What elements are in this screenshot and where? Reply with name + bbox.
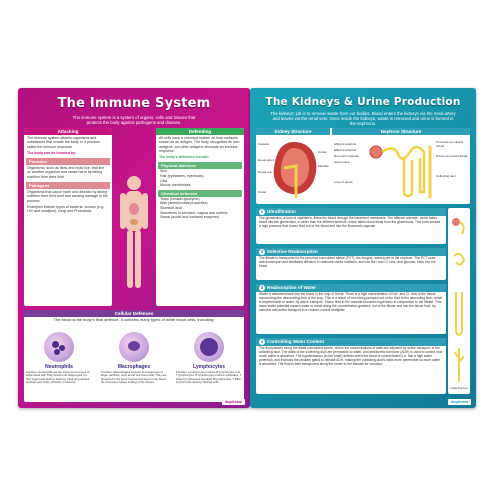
kidney-intro: The kidneys' job is to remove waste from… [270, 111, 456, 127]
cellular-intro: The blood is the body's final defence. I… [53, 317, 215, 322]
nephron-part-label: Bowman's capsule [334, 154, 359, 158]
side-diagram-strip: Collecting duct [448, 208, 470, 394]
attacking-header: Attacking [24, 128, 112, 135]
section-title: Selective Reabsorption [267, 249, 318, 254]
section-title: Controlling Water Content [267, 339, 324, 344]
cell-function: Function: Macrophages function as phagoc… [101, 370, 167, 384]
cell-function: Function: Neutrophils are the most commo… [26, 370, 90, 384]
kidney-part-label: Renal vein [258, 170, 273, 174]
kidney-part-label: Medulla [318, 164, 329, 168]
cell-function: Function: Lymphocytes produce B lymphocy… [176, 370, 242, 384]
nephron-part-label: Loop of Henle [334, 180, 353, 184]
kidney-part-label: Renal artery [258, 158, 275, 162]
nephron-diagram [369, 145, 432, 198]
pathogens-title: Pathogens [26, 182, 110, 190]
section-number: 4 [259, 339, 265, 345]
physical-item: Skin [160, 169, 167, 174]
nephron-part-label: Distal convoluted tubule [436, 154, 468, 158]
nephron-structure-header: Nephron Structure [332, 128, 470, 135]
chemical-item: Sweat (acidic and contains enzymes) [160, 215, 220, 220]
pathogens-examples: Examples include types of bacteria, viru… [27, 204, 105, 214]
parasites-title: Parasites [26, 158, 110, 166]
defending-header: Defending [156, 128, 244, 135]
nephron-part-label: Glomerulus [334, 160, 350, 164]
collecting-duct-label: Collecting duct [450, 387, 468, 390]
cell-name: Macrophages [117, 364, 151, 370]
kidney-structure-header: Kidney Structure [256, 128, 330, 135]
section-number: 1 [259, 209, 265, 215]
immune-system-poster: The Immune System The immune system is a… [18, 88, 250, 408]
cell-name: Neutrophils [45, 364, 73, 370]
physical-item: Mucus membranes [160, 183, 191, 188]
physical-item: Cilia [160, 178, 167, 183]
nephron-part-label: Proximal convoluted tubule [436, 140, 464, 148]
section-number: 2 [259, 249, 265, 255]
cell-name: Lymphocytes [192, 364, 226, 370]
pathogens-text: Organisms that cause harm and disease by… [27, 190, 108, 203]
immune-title: The Immune System [57, 96, 211, 111]
can-be-invaded-label: The body can be invaded by: [27, 150, 77, 155]
section-text: The glomerulus, a knot of capillaries, f… [259, 216, 441, 228]
kidney-title: The Kidneys & Urine Production [265, 96, 461, 108]
immune-intro: The immune system is a system of organs,… [72, 115, 196, 126]
parasites-text: Organisms, such as fleas and head lice, … [27, 166, 105, 179]
kidney-part-label: Capsule [258, 142, 270, 146]
defences-include-label: The body's defences include: [159, 155, 210, 160]
defending-text: All cells have a chemical marker on thei… [159, 136, 240, 153]
kidney-part-label: Ureter [258, 190, 267, 194]
chemical-item: Wax (antimicrobial properties) [160, 201, 208, 206]
physical-item: Hair (eyelashes, eyebrows) [160, 174, 204, 179]
kidney-poster: The Kidneys & Urine Production The kidne… [250, 88, 476, 408]
section-text: The filtrate is transported to the proxi… [259, 256, 436, 268]
cellular-defences-panel: Cellular Defences The blood is the body'… [24, 310, 244, 402]
section-title: Ultrafiltration [267, 209, 296, 214]
defending-panel: Defending All cells have a chemical mark… [156, 128, 244, 306]
section-text: Water is absorbed back into the blood in… [259, 292, 443, 312]
neutrophil-cell-image [44, 332, 74, 362]
nephron-part-label: Collecting duct [436, 174, 456, 178]
attacking-panel: Attacking The immune system attacks orga… [24, 128, 112, 306]
nephron-part-label: Afferent arteriole [334, 142, 357, 146]
physical-title: Physical defences [158, 162, 242, 170]
chemical-title: Chemical defences [158, 189, 242, 197]
chemical-item: Secretions in stomach, vagina and urethr… [160, 210, 228, 215]
daydream-logo: daydream [448, 399, 471, 405]
daydream-logo: daydream [222, 399, 245, 405]
macrophage-cell-image [119, 332, 149, 362]
lymphocyte-cell-image [194, 332, 224, 362]
attacking-text: The immune system attacks organisms and … [27, 136, 100, 149]
chemical-item: Tears (contain lysozyme) [160, 196, 200, 201]
section-number: 3 [259, 285, 265, 291]
cellular-header: Cellular Defences [24, 310, 244, 317]
section-text: The fluid passes along the distal convol… [259, 346, 443, 366]
human-body-illustration [120, 176, 148, 288]
chemical-item: Stomach acid [160, 206, 182, 211]
section-title: Reabsorption of Water [267, 285, 317, 290]
kidney-part-label: Cortex [318, 150, 327, 154]
structure-panel: Kidney Structure Nephron Structure Capsu… [256, 128, 470, 204]
kidney-diagram [273, 142, 317, 198]
nephron-part-label: Efferent arteriole [334, 148, 357, 152]
